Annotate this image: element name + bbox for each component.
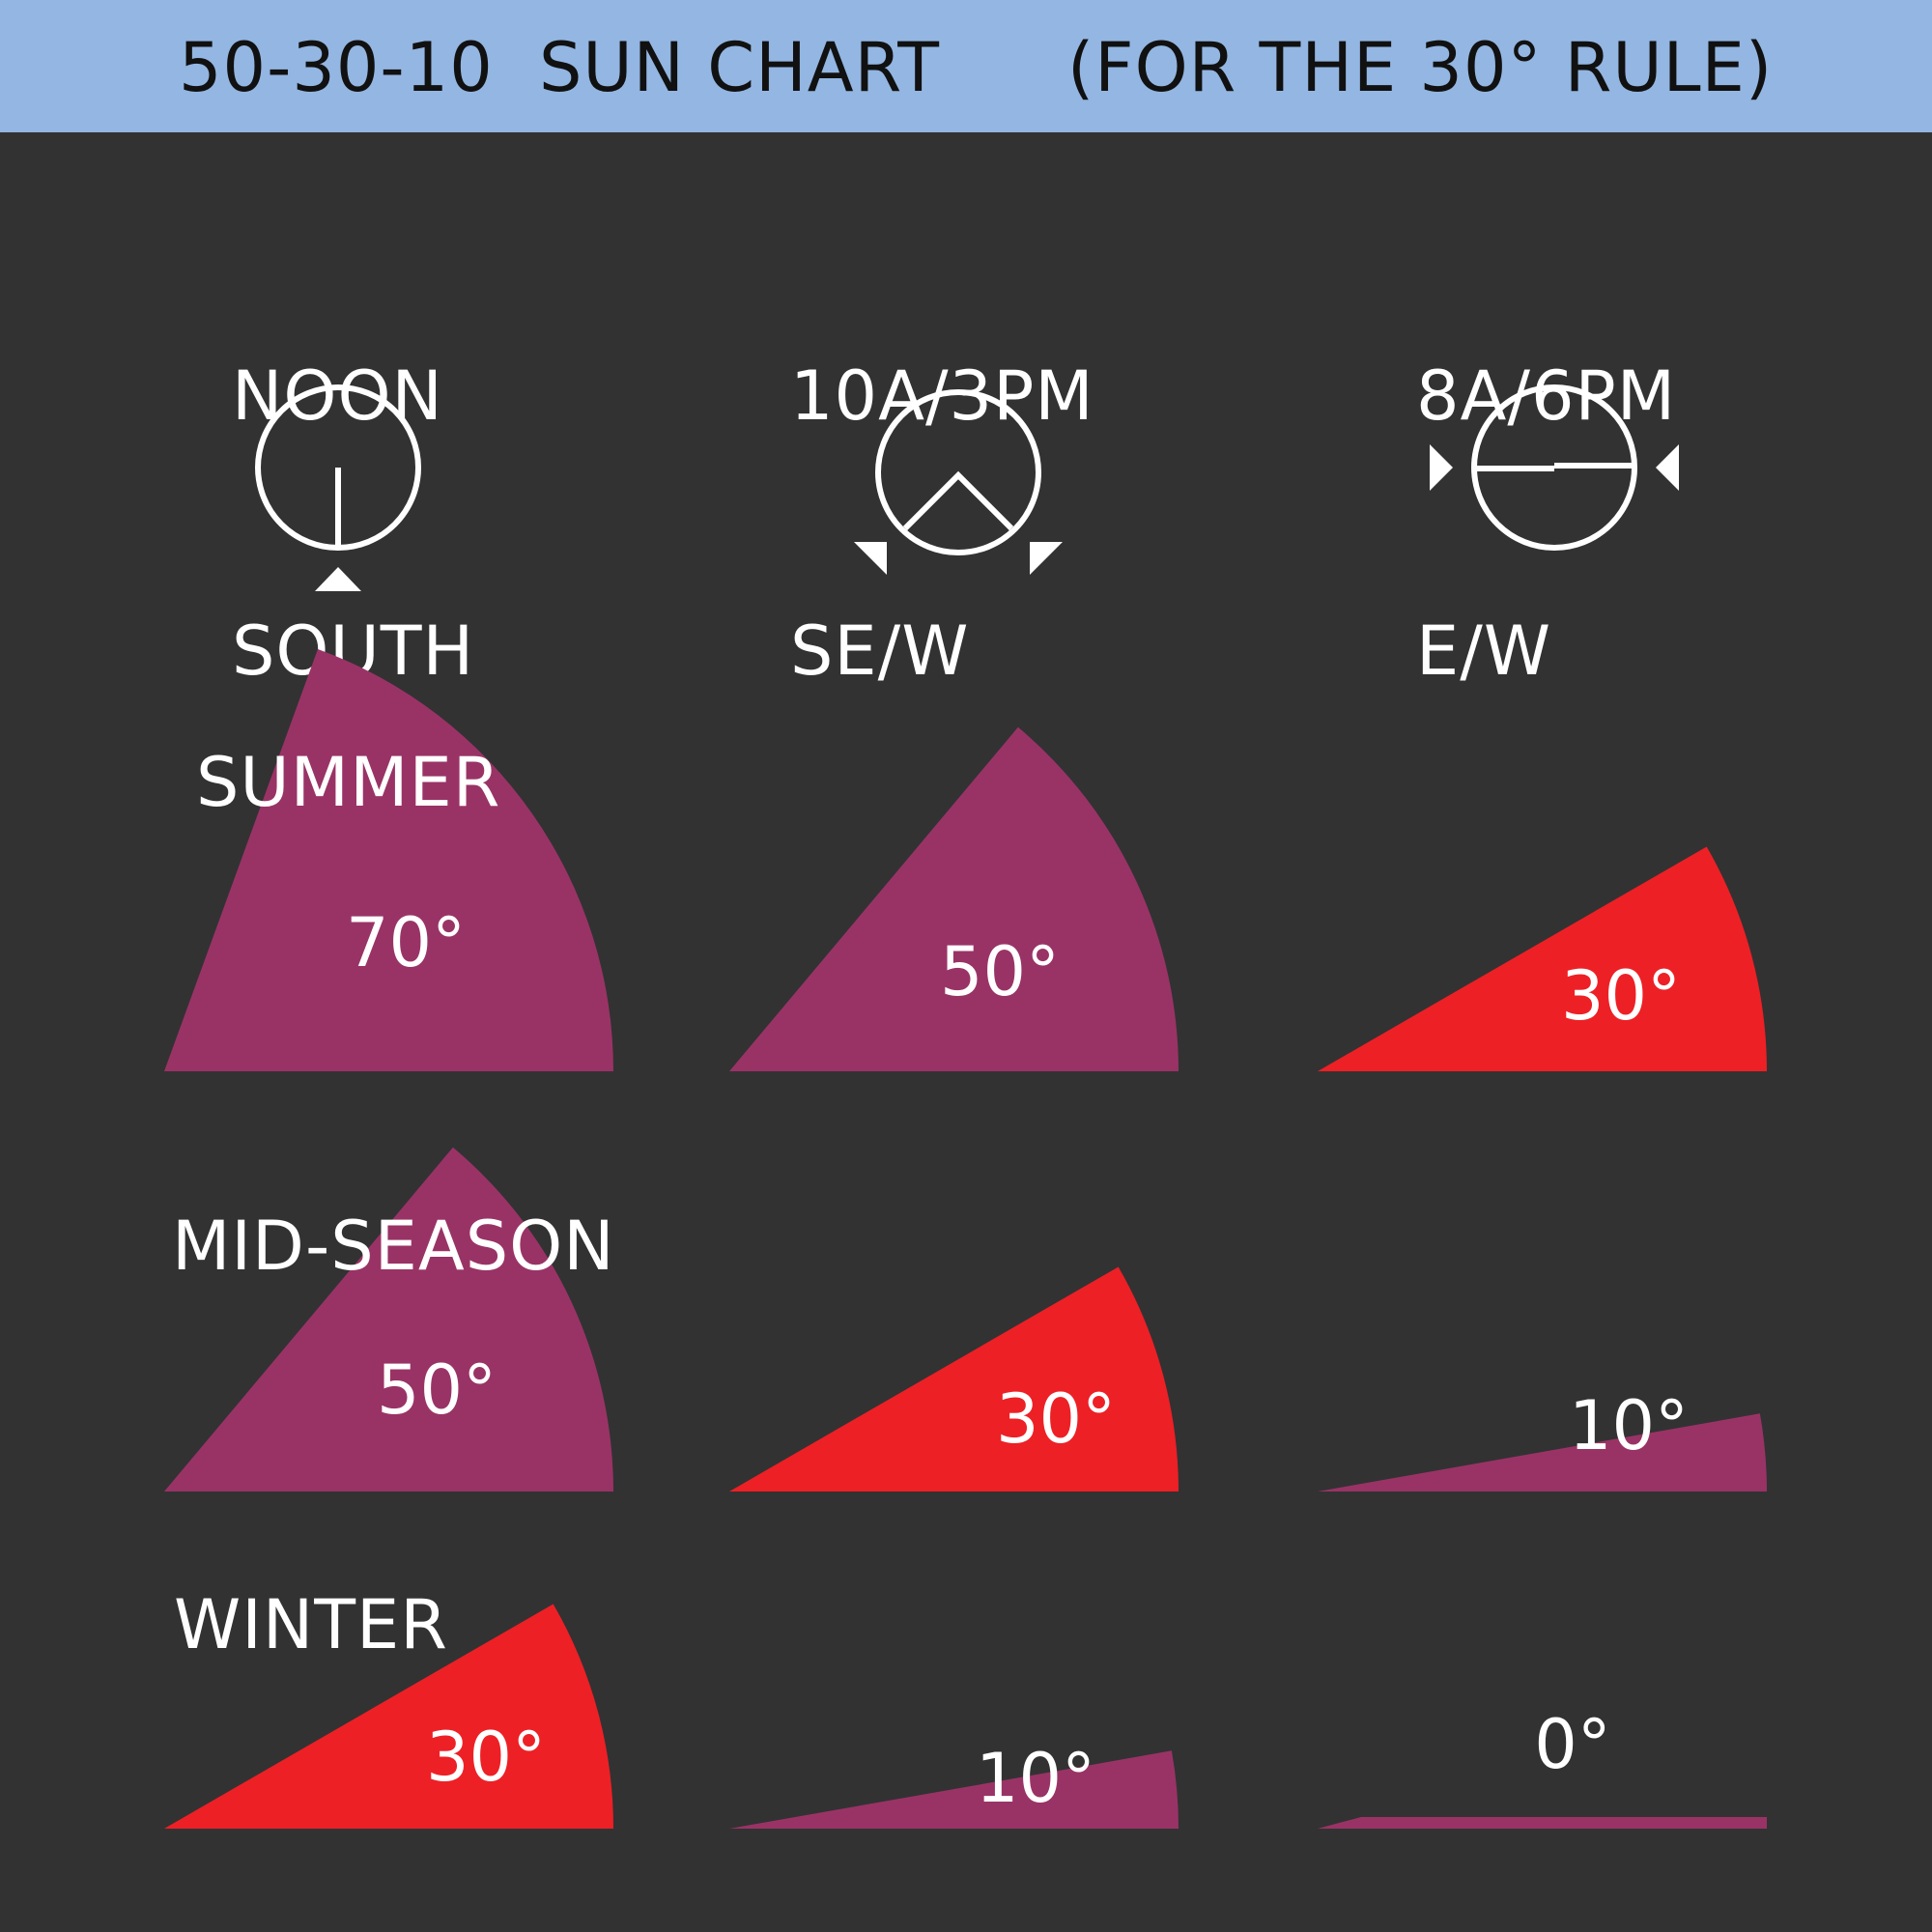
title-part-name: SUN CHART [539,28,940,107]
title-bar: 50-30-10 SUN CHART (FOR THE 30° RULE) [0,0,1932,132]
row-label-summer: SUMMER [196,743,501,822]
sun-angle-wedge-winter-2 [1318,1817,1767,1829]
title-part-rule: (FOR THE 30° RULE) [1067,28,1774,107]
sun-angle-label: 0° [1534,1705,1611,1784]
column-direction: E/W [1416,611,1552,691]
sun-angle-label: 10° [976,1739,1095,1818]
row-label-winter: WINTER [174,1585,448,1664]
compass-south-icon [255,384,421,591]
title-part-ratio: 50-30-10 [179,28,494,107]
sun-angle-label: 30° [426,1718,546,1797]
compass-southeast-southwest-icon [854,389,1063,575]
sun-angle-label: 10° [1569,1386,1689,1465]
sun-angle-label: 50° [940,932,1060,1011]
column-header-8a-6pm: 8A/6PM E/W [1416,184,1676,779]
column-time: 8A/6PM [1416,356,1677,436]
column-direction: SE/W [790,611,970,691]
sun-angle-wedge-mid-season-0 [164,1147,613,1492]
sun-angle-wedge-winter-1 [729,1750,1179,1829]
sun-angle-label: 70° [346,903,466,982]
compass-east-west-icon [1430,384,1679,551]
column-header-10a-3pm: 10A/3PM SE/W [790,184,1094,779]
sun-angle-wedge-summer-2 [1318,846,1767,1071]
sun-angle-wedge-winter-0 [164,1604,613,1829]
sun-angle-wedge-summer-1 [729,726,1179,1071]
sun-angle-label: 30° [996,1379,1116,1459]
sun-angle-wedge-summer-0 [164,649,613,1071]
row-label-mid-season: MID-SEASON [172,1207,615,1286]
sun-angle-wedge-mid-season-1 [729,1266,1179,1492]
sun-angle-wedge-mid-season-2 [1318,1413,1767,1492]
sun-angle-label: 30° [1561,956,1681,1036]
sun-angle-label: 50° [377,1350,497,1430]
